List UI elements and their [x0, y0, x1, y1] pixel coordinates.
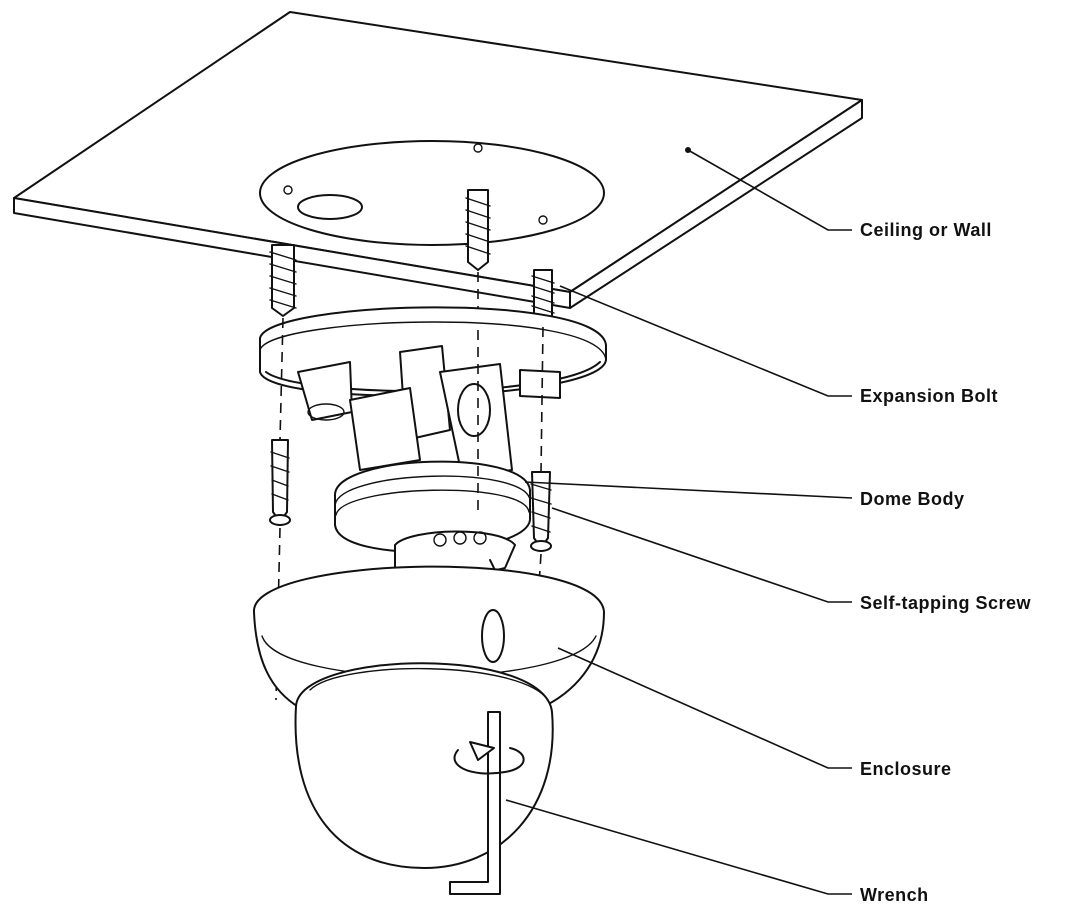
label-enclosure: Enclosure: [860, 759, 952, 779]
label-dome-body: Dome Body: [860, 489, 965, 509]
expansion-bolt-right: [531, 269, 555, 326]
label-expansion-bolt: Expansion Bolt: [860, 386, 998, 406]
dome-body: [259, 306, 607, 599]
label-wrench: Wrench: [860, 885, 929, 905]
ceiling-plate: [13, 11, 863, 309]
expansion-bolt-center: [465, 189, 491, 325]
label-self-tapping-screw: Self-tapping Screw: [860, 593, 1032, 613]
leader-lines: [505, 149, 853, 895]
expansion-bolt-left: [269, 244, 297, 317]
self-tapping-screw-right: [530, 326, 552, 601]
self-tapping-screw-left: [269, 317, 291, 701]
label-ceiling-or-wall: Ceiling or Wall: [860, 220, 992, 240]
wrench: [449, 711, 525, 895]
enclosure: [252, 565, 605, 869]
